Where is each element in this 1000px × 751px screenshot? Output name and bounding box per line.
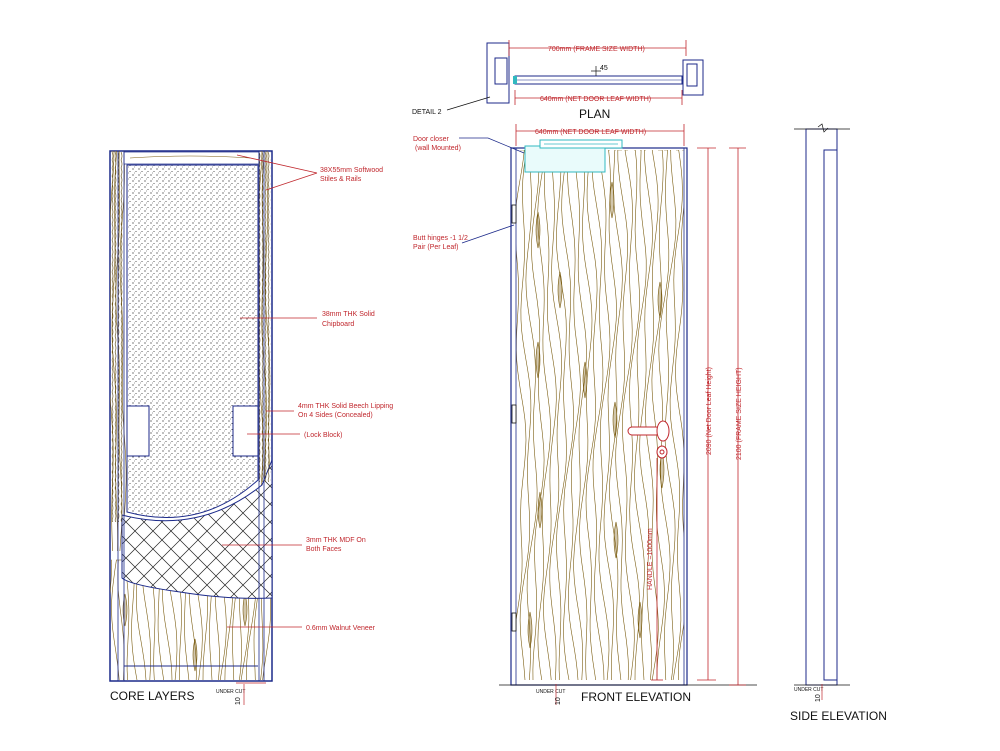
hinge-bottom [511,612,517,632]
lock-block-callout: (Lock Block) [304,432,343,439]
softwood-stile-left [111,152,124,522]
fe-leaf-height: 2090 (Net Door Leaf Height) [706,367,713,455]
door-closer [524,145,606,173]
mdf-callout-2: Both Faces [306,546,342,553]
core-under-cut: UNDER CUT 10 [216,682,266,705]
door-closer-label-2: (wall Mounted) [415,145,461,152]
side-under-cut: UNDER CUT 10 [794,684,823,702]
top-rail [123,151,260,165]
lipping-callout-1: 4mm THK Solid Beech Lipping [298,403,393,410]
hinge-top [511,204,517,224]
svg-text:UNDER CUT: UNDER CUT [536,689,565,695]
front-elevation-view: Door closer (wall Mounted) Butt hinges -… [413,124,757,705]
lock-block-right [232,405,259,457]
front-elevation-title: FRONT ELEVATION [581,690,691,704]
core-layers-title: CORE LAYERS [110,689,194,703]
svg-text:10: 10 [555,697,562,705]
plan-jamb-right [682,59,704,96]
softwood-stile-right [259,152,271,482]
fe-wood-grain [516,150,684,681]
lock-block-left [126,405,150,457]
svg-text:10: 10 [815,694,822,702]
plan-jamb-left [486,42,510,104]
fe-under-cut: UNDER CUT 10 [536,684,565,705]
hinge-middle [511,404,517,424]
plan-title: PLAN [579,107,610,121]
svg-text:UNDER CUT: UNDER CUT [216,689,245,695]
chipboard-callout-1: 38mm THK Solid [322,311,375,318]
door-closer-label-1: Door closer [413,136,449,143]
plan-detail-label: DETAIL 2 [412,109,442,116]
plan-view: 700mm (FRAME SIZE WIDTH) 640mm (NET DOOR… [412,40,704,121]
side-leaf [823,149,838,681]
svg-text:10: 10 [235,697,242,705]
core-layers-view: 38X55mm Softwood Stiles & Rails 38mm THK… [109,150,393,705]
door-handle [627,420,670,459]
softwood-callout-1: 38X55mm Softwood [320,167,383,174]
softwood-callout-2: Stiles & Rails [320,176,362,183]
fe-leaf-width: 640mm (NET DOOR LEAF WIDTH) [535,129,646,136]
plan-frame-width: 700mm (FRAME SIZE WIDTH) [548,46,645,53]
mdf-callout-1: 3mm THK MDF On [306,537,366,544]
plan-angle: 45 [600,65,608,72]
butt-hinges-label-1: Butt hinges -1 1/2 [413,235,468,242]
plan-leaf-width: 640mm (NET DOOR LEAF WIDTH) [540,96,651,103]
lipping-callout-2: On 4 Sides (Concealed) [298,412,373,419]
fe-frame-height: 2100 (FRAME SIZE HEIGHT) [736,367,743,460]
side-elevation-view: UNDER CUT 10 SIDE ELEVATION [790,123,887,723]
veneer-callout: 0.6mm Walnut Veneer [306,625,376,632]
svg-text:UNDER CUT: UNDER CUT [794,687,823,693]
fe-handle-height: HANDLE =1000mm [647,528,654,590]
side-elevation-title: SIDE ELEVATION [790,709,887,723]
butt-hinges-label-2: Pair (Per Leaf) [413,244,459,251]
chipboard-callout-2: Chipboard [322,321,354,328]
